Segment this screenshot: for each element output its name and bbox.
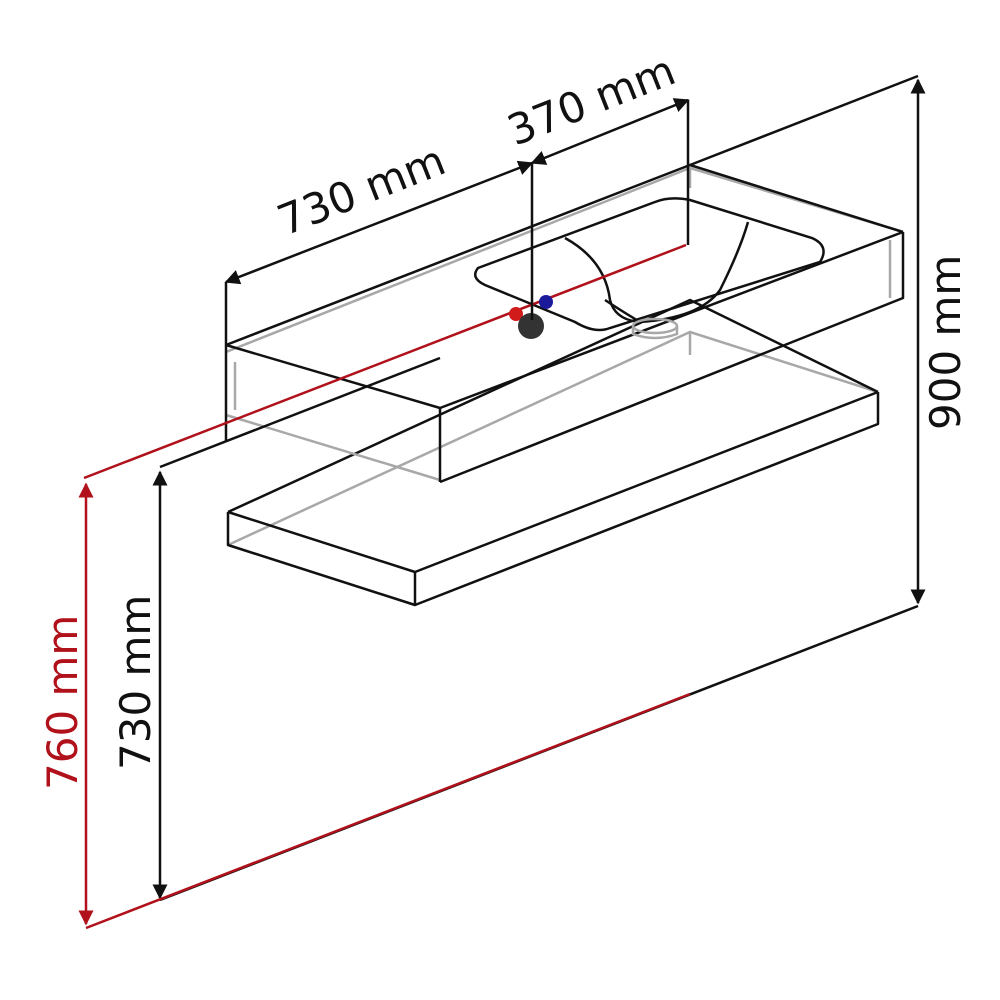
dimension-shelf-height-label: 730 mm bbox=[111, 595, 160, 770]
basin bbox=[473, 197, 825, 332]
dimension-outlet-height-label: 760 mm bbox=[38, 615, 87, 790]
dimension-top-width: 730 mm bbox=[224, 135, 534, 345]
basin-drain bbox=[631, 317, 679, 340]
dimension-outlet-height: 760 mm bbox=[38, 482, 691, 930]
dimension-total-height-label: 900 mm bbox=[921, 255, 970, 430]
drain-icon bbox=[518, 313, 544, 339]
shelf bbox=[226, 298, 880, 607]
fittings bbox=[509, 295, 553, 339]
dimension-basin-offset: 370 mm bbox=[501, 45, 690, 245]
hot-water-icon bbox=[509, 307, 523, 321]
cold-water-icon bbox=[539, 295, 553, 309]
outlet-reference-line bbox=[83, 243, 687, 480]
dimension-shelf-height: 730 mm bbox=[111, 356, 441, 900]
